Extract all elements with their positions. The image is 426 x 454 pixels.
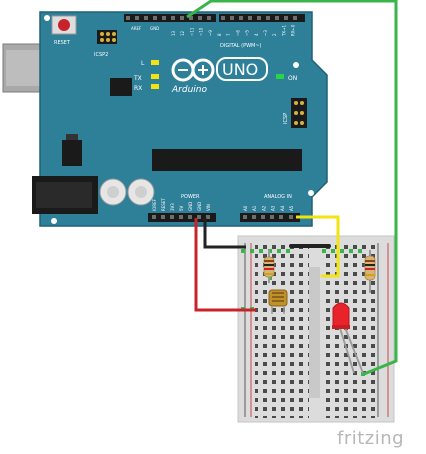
arduino-logo: UNO Arduino	[171, 57, 268, 95]
icsp2-header	[97, 30, 117, 44]
tx-label: TX	[133, 75, 142, 82]
l-label: L	[141, 60, 145, 67]
analog-pin-labels: A0 A1 A2 A3 A4 A5	[243, 205, 294, 211]
board-pcb	[39, 11, 328, 227]
power-pin-label-5: GND	[197, 202, 202, 211]
atmega-chip	[152, 149, 302, 171]
usb-chip	[110, 78, 132, 96]
red-led	[332, 302, 364, 374]
photoresistor	[268, 289, 288, 314]
digital-pin-label-2: ~11	[189, 27, 194, 36]
green-digital-wire	[186, 0, 398, 376]
digital-pin-label-1: 12	[180, 30, 185, 36]
gnd-label: GND	[150, 26, 159, 31]
digital-label: DIGITAL (PWM~)	[220, 43, 262, 49]
resistor-1	[263, 250, 275, 283]
icsp-header	[291, 98, 307, 128]
icsp2-label: ICSP2	[94, 52, 108, 58]
digital-pin-label-13: RX←0	[291, 24, 296, 36]
digital-pin-label-5: 8	[217, 33, 222, 36]
power-label: POWER	[181, 194, 200, 200]
rx-label: RX	[134, 85, 142, 92]
analog-pin-label-5: A5	[289, 205, 294, 211]
digital-pin-label-4: ~9	[208, 30, 213, 36]
tx-led	[151, 74, 159, 79]
digital-pin-label-3: ~10	[199, 27, 204, 36]
power-pin-label-1: RESET	[161, 198, 166, 211]
analog-pin-label-2: A2	[261, 205, 266, 211]
digital-pin-label-11: 2	[272, 33, 277, 36]
resistor-2	[364, 250, 376, 293]
digital-pin-label-0: 13	[171, 30, 176, 36]
analog-pin-label-0: A0	[243, 205, 248, 211]
digital-pin-labels: 13 12 ~11 ~10 ~9 8 7 ~6 ~5 4 ~3 2 TX→1 RX←0	[171, 24, 296, 37]
rx-led	[151, 84, 159, 89]
digital-pin-label-8: ~5	[245, 30, 250, 36]
power-pin-label-6: VIN	[206, 204, 211, 211]
analog-label: ANALOG IN	[264, 194, 292, 200]
on-label: ON	[288, 75, 297, 82]
yellow-signal-wire	[296, 215, 340, 278]
power-pin-label-0: IOREF	[152, 198, 157, 211]
digital-pin-label-10: ~3	[263, 30, 268, 36]
aref-label: AREF	[131, 26, 142, 31]
on-led	[276, 74, 284, 79]
black-gnd-wire	[203, 218, 246, 249]
voltage-regulator	[62, 140, 82, 166]
analog-pin-label-4: A4	[280, 205, 285, 211]
fritzing-brand: fritzing	[337, 428, 405, 449]
l-led	[151, 60, 159, 65]
power-pin-label-4: GND	[188, 202, 193, 211]
reset-label: RESET	[54, 40, 71, 46]
digital-pin-label-6: 7	[226, 33, 231, 36]
power-pin-labels: IOREF RESET 3V3 5V GND GND VIN	[152, 198, 211, 211]
arduino-brand-text: Arduino	[171, 85, 207, 95]
analog-pin-label-3: A3	[271, 205, 276, 211]
digital-pin-label-7: ~6	[235, 30, 240, 36]
wires	[186, 0, 398, 376]
digital-header	[124, 14, 305, 22]
uno-logo-text: UNO	[222, 60, 258, 79]
icsp-label: ICSP	[283, 113, 289, 124]
digital-pin-label-9: 4	[254, 33, 259, 36]
power-pin-label-2: 3V3	[170, 203, 175, 211]
digital-pin-label-12: TX→1	[281, 24, 286, 37]
power-pin-label-3: 5V	[179, 205, 184, 211]
red-5v-wire	[194, 218, 256, 312]
analog-pin-label-1: A1	[252, 205, 257, 211]
